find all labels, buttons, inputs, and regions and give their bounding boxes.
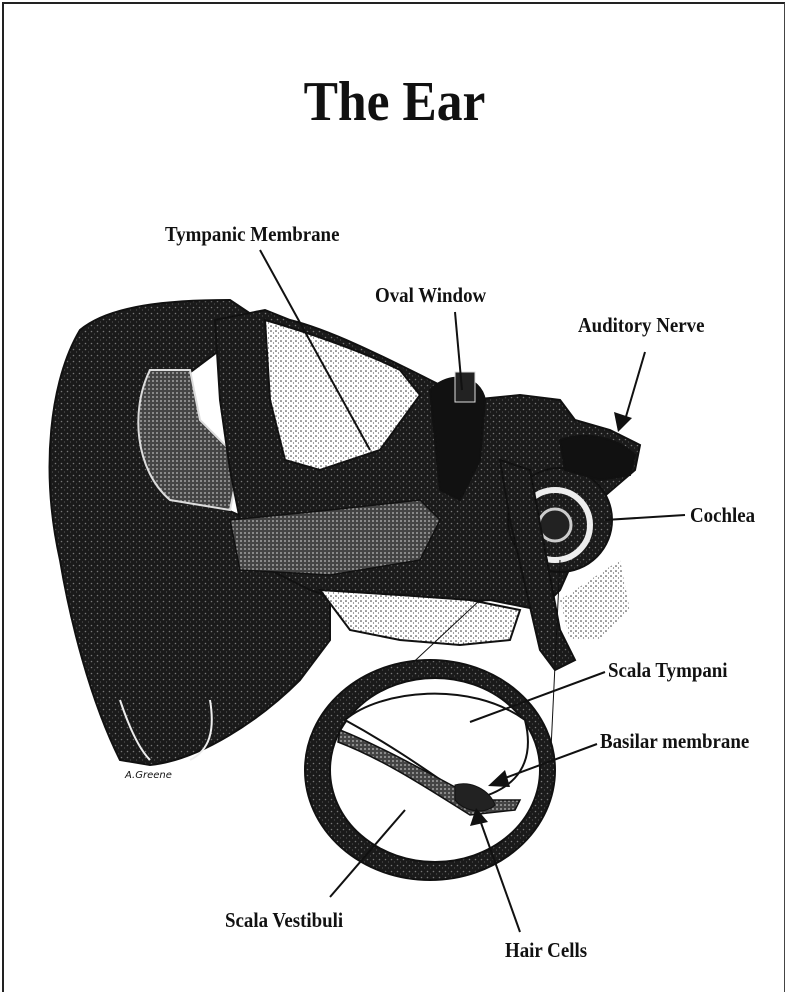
- artist-signature: A.Greene: [124, 770, 172, 781]
- label-auditory-nerve: Auditory Nerve: [578, 313, 705, 338]
- label-scala-vestibuli: Scala Vestibuli: [225, 908, 343, 933]
- oval-window-stapes: [455, 372, 475, 402]
- cochlea-core: [539, 509, 571, 541]
- arrow-auditory-nerve: [614, 412, 632, 432]
- leader-cochlea: [605, 515, 685, 520]
- cochlear-duct-speckle: [560, 560, 630, 640]
- label-cochlea: Cochlea: [690, 503, 755, 528]
- label-scala-tympani: Scala Tympani: [608, 658, 728, 683]
- label-oval-window: Oval Window: [375, 283, 486, 308]
- label-hair-cells: Hair Cells: [505, 938, 587, 963]
- label-basilar-membrane: Basilar membrane: [600, 729, 749, 754]
- label-tympanic-membrane: Tympanic Membrane: [165, 222, 339, 247]
- leader-auditory-nerve: [625, 352, 645, 420]
